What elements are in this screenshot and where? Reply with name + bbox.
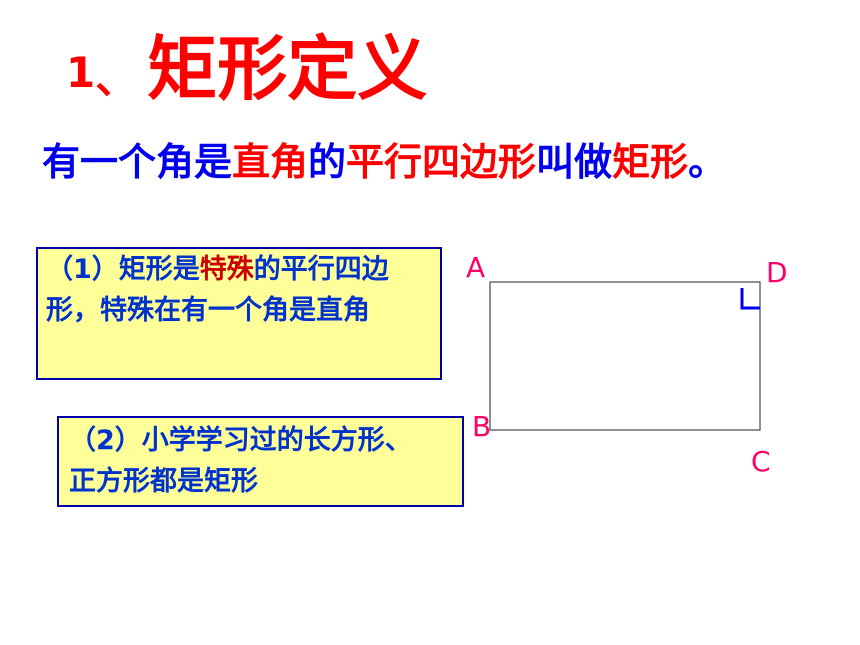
definition-right-angle: 直角 <box>232 140 309 184</box>
note1-special: 特殊 <box>199 254 254 285</box>
right-angle-mark-icon <box>740 288 760 310</box>
title-separator: 、 <box>95 54 138 103</box>
note2-line-1: （2）小学学习过的长方形、 <box>69 425 412 456</box>
note2-line-2: 正方形都是矩形 <box>69 466 258 497</box>
note-box-1: （1）矩形是特殊的平行四边形，特殊在有一个角是直角 <box>36 247 442 380</box>
note1-part-1: （1）矩形是 <box>46 254 200 285</box>
vertex-label-d: D <box>766 256 788 289</box>
note-box-2: （2）小学学习过的长方形、 正方形都是矩形 <box>57 416 464 507</box>
definition-part-1: 有一个角是 <box>42 140 233 184</box>
slide-title: 1、矩形定义 <box>66 34 427 104</box>
definition-sentence: 有一个角是直角的平行四边形叫做矩形。 <box>42 140 726 186</box>
vertex-label-a: A <box>466 251 486 284</box>
title-text: 矩形定义 <box>147 28 428 110</box>
note1-part-3: 的平行四边形，特殊在有一个角是直角 <box>46 254 389 326</box>
definition-period: 。 <box>688 140 727 184</box>
definition-part-5: 叫做 <box>536 140 613 184</box>
definition-part-3: 的 <box>308 140 347 184</box>
definition-parallelogram: 平行四边形 <box>346 140 537 184</box>
vertex-label-c: C <box>751 445 771 478</box>
vertex-label-b: B <box>472 410 492 443</box>
definition-rectangle: 矩形 <box>612 140 689 184</box>
rectangle-abcd <box>489 281 761 431</box>
title-number: 1 <box>66 48 96 97</box>
